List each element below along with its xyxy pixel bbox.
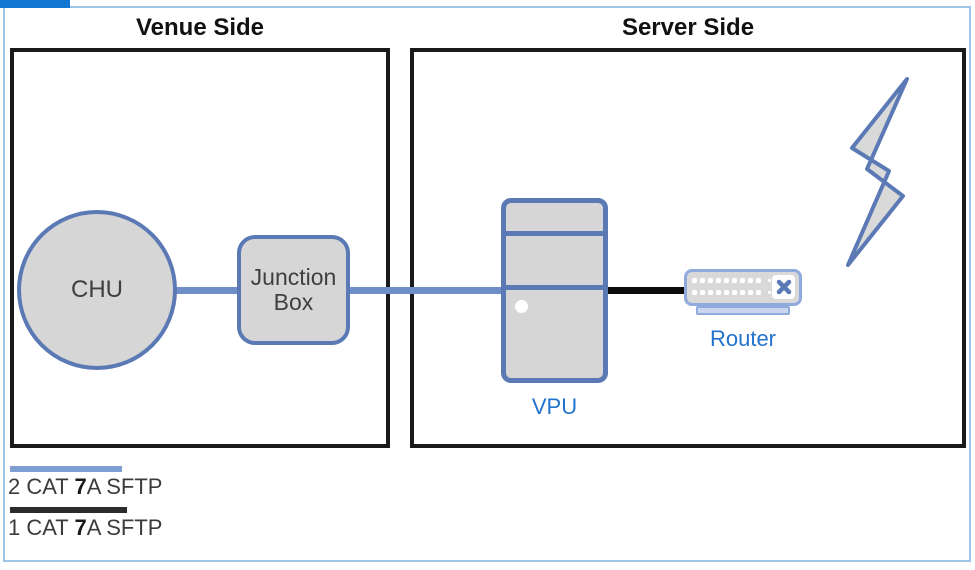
vpu-led-indicator bbox=[515, 300, 528, 313]
chu-label: CHU bbox=[71, 276, 123, 303]
outer-frame-border bbox=[3, 6, 971, 562]
venue-side-box bbox=[10, 48, 390, 448]
legend-entry-blue-suffix: A SFTP bbox=[86, 474, 163, 499]
vpu-middle-divider bbox=[506, 285, 603, 290]
legend-blue-line-key bbox=[10, 466, 122, 472]
router-mini-led-top bbox=[768, 279, 771, 282]
venue-side-title: Venue Side bbox=[135, 14, 265, 41]
vpu-tower-icon bbox=[501, 198, 608, 383]
legend-entry-blue-bold: 7 bbox=[74, 474, 87, 499]
router-mini-led-bottom bbox=[768, 291, 771, 294]
legend-entry-black: 1 CAT 7A SFTP bbox=[8, 515, 162, 541]
server-side-box bbox=[410, 48, 966, 448]
lightning-bolt-icon bbox=[846, 77, 909, 267]
corner-accent-bar bbox=[0, 0, 70, 8]
legend-entry-blue-prefix: 2 CAT bbox=[8, 474, 75, 499]
junction-box-node: Junction Box bbox=[237, 235, 350, 345]
legend-entry-black-prefix: 1 CAT bbox=[8, 515, 75, 540]
vpu-top-divider bbox=[506, 231, 603, 236]
chu-node: CHU bbox=[17, 210, 177, 370]
junction-box-label: Junction Box bbox=[250, 264, 337, 315]
router-icon bbox=[684, 269, 802, 306]
router-ports-row-bottom bbox=[692, 290, 761, 295]
legend-entry-blue: 2 CAT 7A SFTP bbox=[8, 474, 162, 500]
router-base-shadow bbox=[696, 306, 790, 315]
router-x-icon bbox=[772, 275, 795, 299]
router-ports-row-top bbox=[692, 278, 761, 283]
router-label: Router bbox=[709, 326, 777, 351]
server-side-title: Server Side bbox=[621, 14, 755, 41]
black-cable-connector bbox=[600, 287, 686, 294]
legend-black-line-key bbox=[10, 507, 127, 513]
legend-entry-black-suffix: A SFTP bbox=[86, 515, 163, 540]
legend-entry-black-bold: 7 bbox=[74, 515, 87, 540]
vpu-label: VPU bbox=[531, 394, 578, 419]
